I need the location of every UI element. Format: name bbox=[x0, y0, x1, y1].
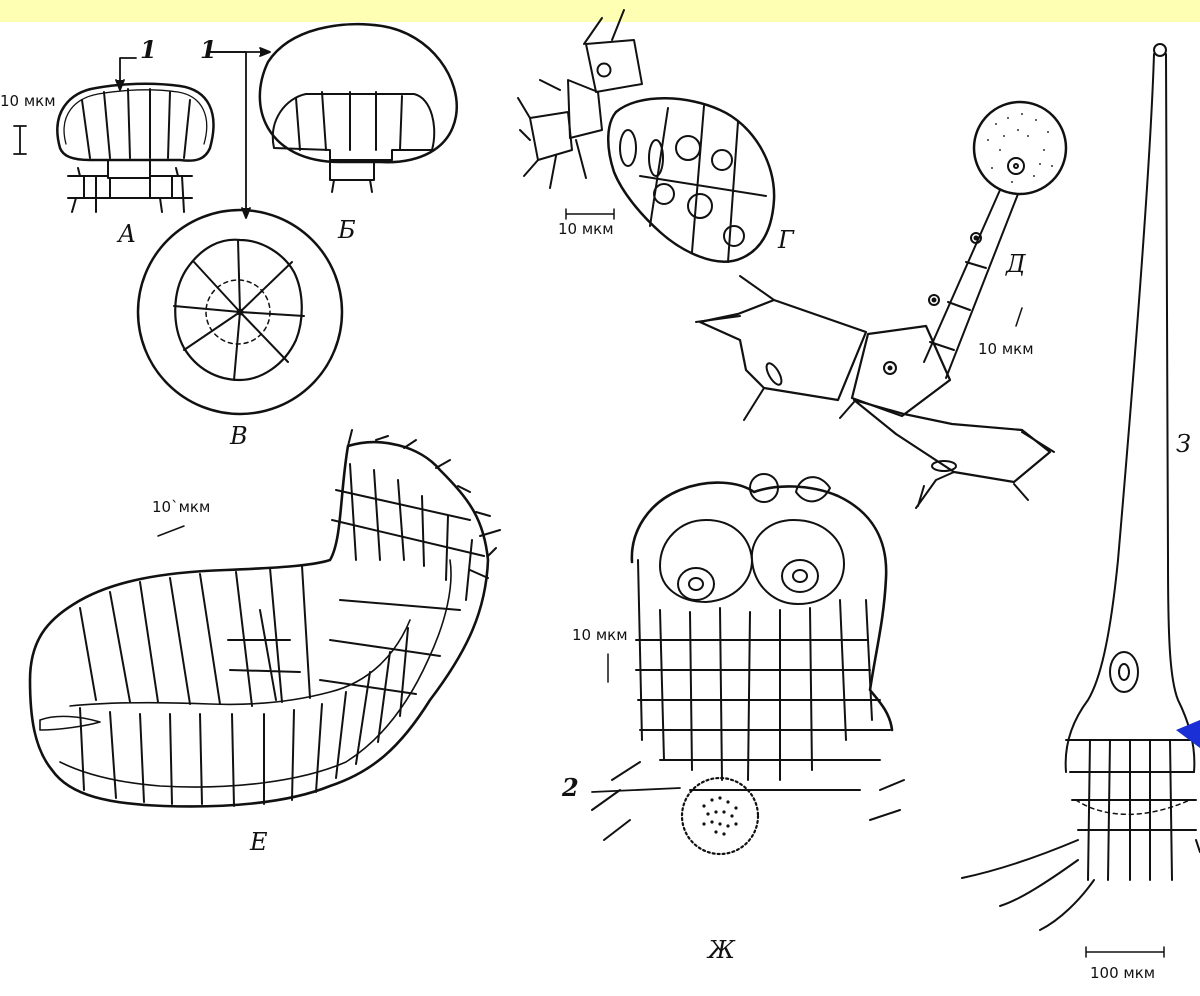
callout-1b-label: 1 bbox=[200, 38, 217, 62]
scale-label-a: 10 мкм bbox=[0, 94, 56, 109]
scale-bar-g-line bbox=[566, 209, 614, 219]
panel-g-gland bbox=[518, 10, 774, 262]
callout-2-arrow bbox=[592, 788, 680, 792]
panel-label-z: З bbox=[1176, 432, 1191, 456]
panel-zh-gland bbox=[592, 474, 904, 854]
panel-label-b: Б bbox=[338, 218, 356, 242]
callout-2-label: 2 bbox=[562, 776, 579, 800]
panel-label-g: Г bbox=[778, 228, 794, 252]
panel-a-gland bbox=[57, 84, 213, 212]
scale-bar-e-line bbox=[158, 526, 184, 536]
panel-label-a: А bbox=[118, 222, 136, 246]
callout-1a-label: 1 bbox=[140, 38, 157, 62]
panel-label-v: В bbox=[230, 424, 248, 448]
scale-bar-d-line bbox=[1016, 308, 1022, 326]
panel-e-gland bbox=[30, 430, 500, 806]
panel-v-gland bbox=[138, 210, 342, 414]
scale-bar-z-line bbox=[1086, 947, 1164, 957]
callout-1-arrows bbox=[116, 48, 270, 218]
panel-label-zh: Ж bbox=[708, 938, 735, 962]
panel-z-hair bbox=[962, 44, 1200, 930]
panel-b-gland bbox=[260, 24, 457, 192]
scale-label-g: 10 мкм bbox=[558, 222, 614, 237]
scale-label-zh: 10 мкм bbox=[572, 628, 628, 643]
scale-label-z: 100 мкм bbox=[1090, 966, 1155, 981]
panel-label-d: Д bbox=[1006, 252, 1026, 276]
scale-label-e: 10`мкм bbox=[152, 500, 210, 515]
scale-bar-a-line bbox=[14, 126, 26, 154]
panel-label-e: Е bbox=[250, 830, 268, 854]
panel-d-hair bbox=[696, 102, 1066, 508]
scale-label-d: 10 мкм bbox=[978, 342, 1034, 357]
